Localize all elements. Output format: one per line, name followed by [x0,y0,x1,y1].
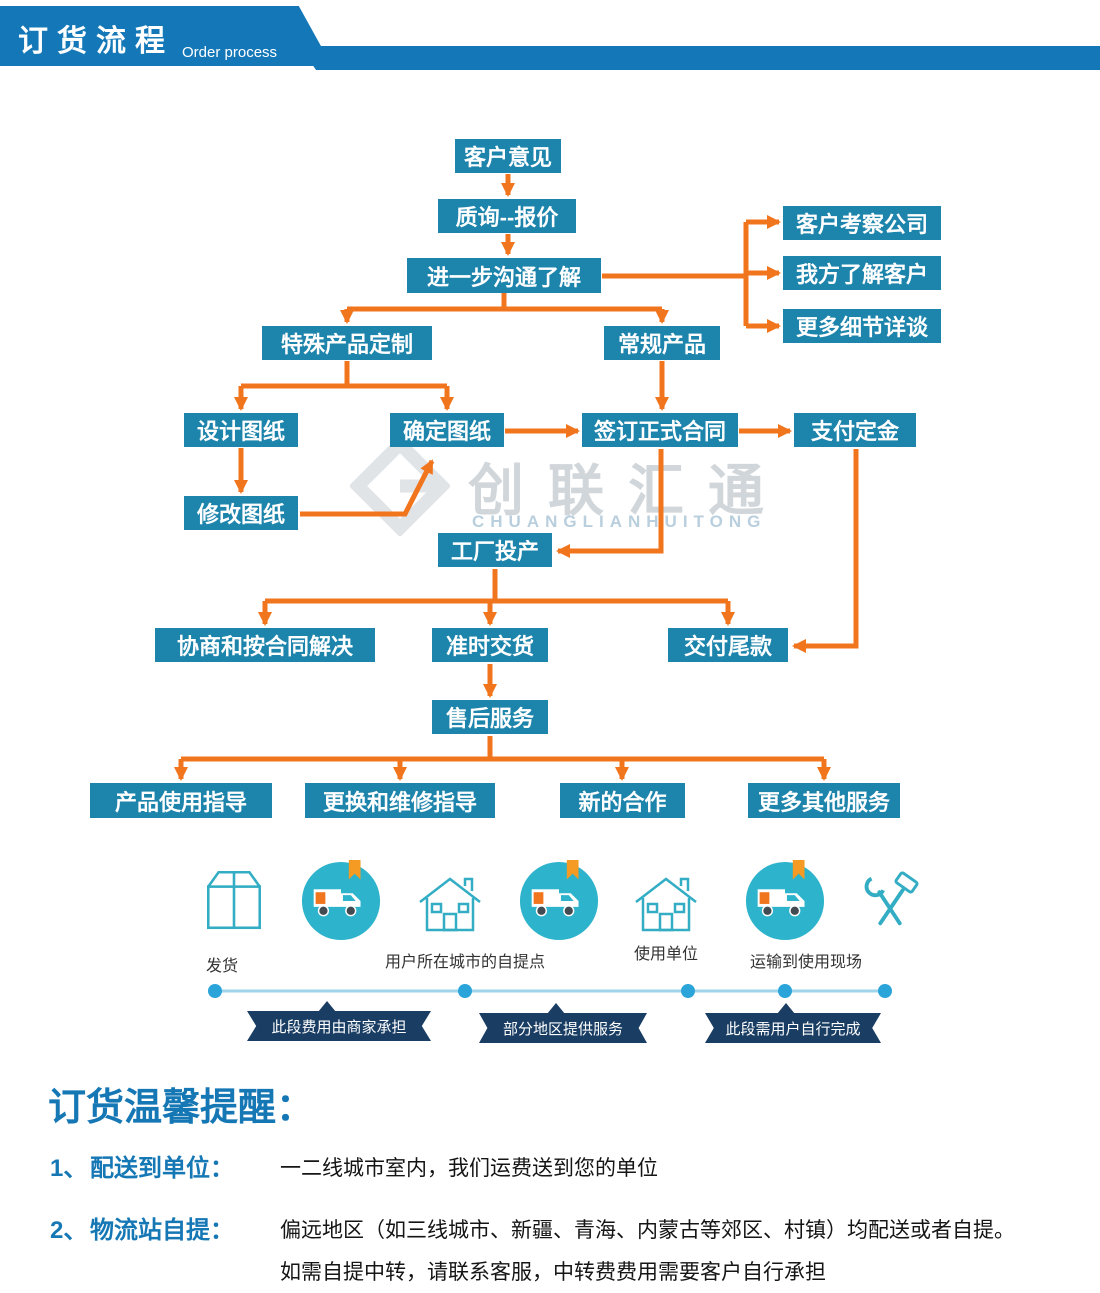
timeline [208,984,892,998]
notice-item2-label: 物流站自提： [90,1217,234,1244]
flow-node-we-know-customer: 我方了解客户 [783,256,941,290]
ribbon-pointer [318,1001,336,1012]
header-ribbon-strip [300,46,1100,70]
notice-item1-number: 1、 [50,1155,88,1182]
flow-node-inquiry-quote: 质询--报价 [438,199,576,233]
notice-item1-text: 一二线城市室内，我们运费送到您的单位 [280,1157,658,1180]
transport-site-label: 运输到使用现场 [749,954,862,971]
flow-node-factory-production: 工厂投产 [438,533,552,567]
pickup-point-label: 用户所在城市的自提点 [384,954,545,971]
flow-node-further-communication: 进一步沟通了解 [407,258,601,293]
flow-node-pay-deposit: 支付定金 [794,413,916,447]
flow-node-after-sales-service: 售后服务 [432,700,548,734]
package-icon [207,870,261,930]
timeline-ribbon-user: 此段需用户自行完成 [705,1013,881,1043]
watermark-name: 创联汇通 [468,459,788,522]
flow-node-customer-visit-company: 客户考察公司 [783,206,941,240]
ribbon-pointer [777,1003,795,1014]
notice-item2-text-line2: 如需自提中转，请联系客服，中转费费用需要客户自行承担 [280,1261,826,1284]
page-subtitle: Order process [182,44,278,61]
house-icon-1 [419,877,481,932]
flow-node-on-time-delivery: 准时交货 [432,628,548,662]
flow-node-customer-opinion: 客户意见 [455,139,561,173]
timeline-ribbon-merchant: 此段费用由商家承担 [247,1011,431,1041]
flow-node-design-drawing: 设计图纸 [184,413,298,447]
notice-item2-number: 2、 [50,1217,88,1244]
notice-item2-text: 偏远地区（如三线城市、新疆、青海、内蒙古等郊区、村镇）均配送或者自提。 [280,1219,1015,1242]
flow-node-product-usage-guide: 产品使用指导 [90,783,272,818]
flow-node-replace-repair-guide: 更换和维修指导 [305,783,495,818]
timeline-dot [778,984,792,998]
flow-node-regular-product: 常规产品 [604,326,720,360]
page-title: 订货流程 [18,25,174,58]
flow-node-more-other-services: 更多其他服务 [748,783,900,818]
delivery-truck-icon-3 [745,860,825,941]
flow-node-special-product-custom: 特殊产品定制 [262,326,432,360]
timeline-dot [458,984,472,998]
timeline-dot [878,984,892,998]
timeline-ribbon-partial: 部分地区提供服务 [479,1013,647,1043]
flow-node-sign-formal-contract: 签订正式合同 [582,413,738,447]
delivery-truck-icon-1 [301,860,381,941]
timeline-dot [681,984,695,998]
notice-title: 订货温馨提醒： [48,1087,315,1129]
shipping-label: 发货 [205,958,238,975]
tools-icon [864,871,919,926]
flow-node-pay-balance: 交付尾款 [668,628,788,662]
flow-node-negotiate-per-contract: 协商和按合同解决 [155,628,375,662]
delivery-truck-icon-2 [519,860,599,941]
flow-node-new-cooperation: 新的合作 [560,783,685,818]
timeline-dot [208,984,222,998]
header-ribbon-left [0,6,332,66]
flow-node-more-details-talk: 更多细节详谈 [783,309,941,343]
user-unit-label: 使用单位 [633,946,698,963]
notice-item1-label: 配送到单位： [90,1155,234,1182]
flow-node-confirm-drawing: 确定图纸 [390,413,504,447]
ribbon-pointer [547,1003,565,1014]
watermark-latin: CHUANGLIANHUITONG [472,512,767,531]
flow-node-modify-drawing: 修改图纸 [184,496,298,530]
house-icon-2 [635,877,697,932]
